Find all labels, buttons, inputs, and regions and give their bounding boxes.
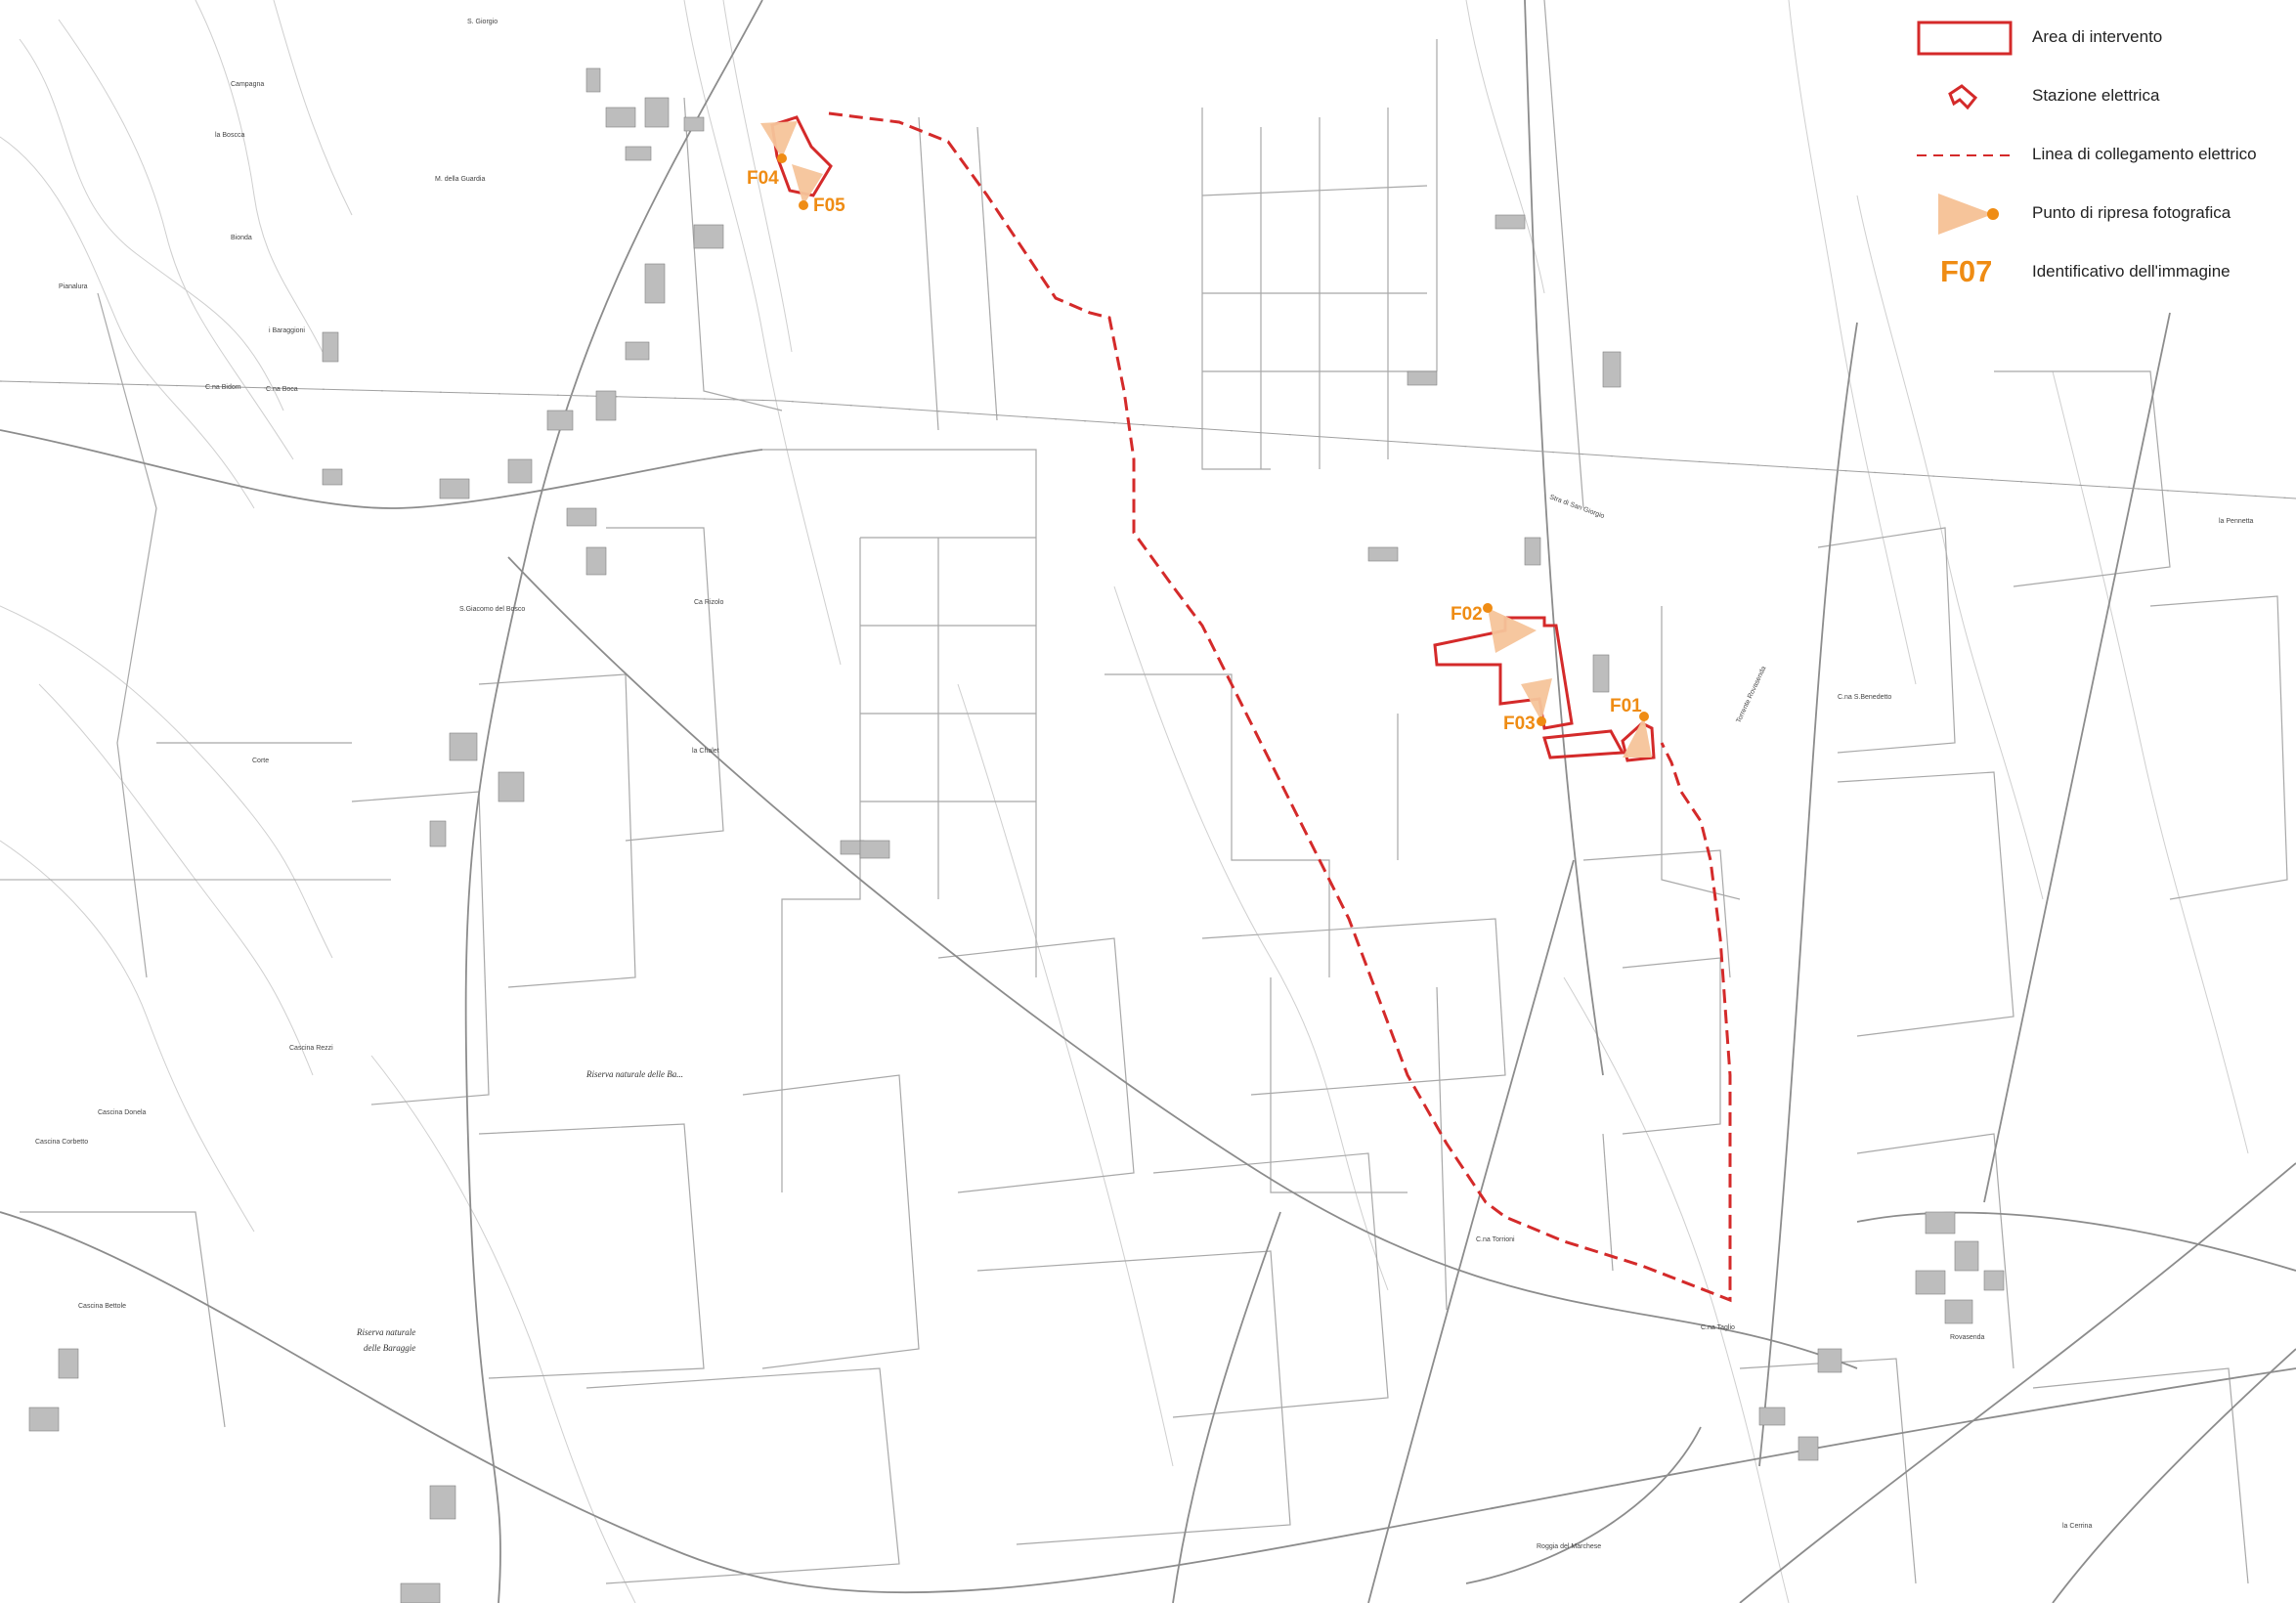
legend-label: Identificativo dell'immagine bbox=[2032, 262, 2231, 281]
svg-text:Bionda: Bionda bbox=[231, 235, 252, 241]
photo-point-f04: F04 bbox=[747, 121, 798, 189]
legend-label: Stazione elettrica bbox=[2032, 86, 2160, 105]
legend: Area di intervento Stazione elettrica Li… bbox=[1911, 14, 2292, 307]
svg-text:C.na Bidom: C.na Bidom bbox=[205, 384, 241, 391]
legend-item-substation: Stazione elettrica bbox=[1911, 72, 2292, 121]
svg-text:Corte: Corte bbox=[252, 758, 269, 764]
svg-text:i Baraggioni: i Baraggioni bbox=[269, 327, 305, 334]
photo-points: F01 F02 F03 F04 F05 bbox=[747, 121, 1652, 758]
photo-label-f05: F05 bbox=[813, 195, 845, 216]
svg-text:C.na S.Benedetto: C.na S.Benedetto bbox=[1838, 694, 1891, 701]
parcel-lines bbox=[20, 0, 2288, 1584]
photo-label-f01: F01 bbox=[1610, 696, 1642, 716]
view-cone-icon bbox=[1938, 194, 1999, 235]
existing-power-line bbox=[0, 380, 2296, 499]
photo-label-f03: F03 bbox=[1503, 714, 1536, 734]
svg-text:C.na Taglio: C.na Taglio bbox=[1701, 1324, 1735, 1331]
dashed-line-icon bbox=[1917, 154, 2013, 156]
svg-text:Rovasenda: Rovasenda bbox=[1950, 1334, 1985, 1341]
buildings bbox=[28, 67, 2005, 1603]
svg-text:C.na Boca: C.na Boca bbox=[266, 386, 298, 393]
svg-text:la Chalet: la Chalet bbox=[692, 748, 719, 755]
svg-text:S. Giorgio: S. Giorgio bbox=[467, 19, 498, 25]
svg-text:Stra di San Giorgio: Stra di San Giorgio bbox=[1548, 494, 1605, 520]
svg-text:la Boscca: la Boscca bbox=[215, 132, 244, 139]
svg-text:delle Baraggie: delle Baraggie bbox=[364, 1343, 415, 1353]
svg-text:Cascina Rezzi: Cascina Rezzi bbox=[289, 1045, 333, 1052]
photo-point-f03: F03 bbox=[1503, 678, 1552, 734]
photo-label-f04: F04 bbox=[747, 168, 779, 189]
photo-label-f02: F02 bbox=[1451, 604, 1483, 625]
legend-item-intervention-area: Area di intervento bbox=[1911, 14, 2292, 63]
svg-text:Torrente Rovasenda: Torrente Rovasenda bbox=[1735, 666, 1767, 724]
legend-item-photo-point: Punto di ripresa fotografica bbox=[1911, 190, 2292, 238]
svg-text:Riserva naturale: Riserva naturale bbox=[356, 1327, 415, 1337]
legend-label: Area di intervento bbox=[2032, 27, 2163, 46]
svg-text:la Pennetta: la Pennetta bbox=[2219, 518, 2254, 525]
svg-text:C.na Torrioni: C.na Torrioni bbox=[1476, 1236, 1515, 1243]
legend-label: Punto di ripresa fotografica bbox=[2032, 203, 2231, 222]
svg-text:Pianalura: Pianalura bbox=[59, 283, 88, 290]
svg-text:Riserva naturale delle Ba...: Riserva naturale delle Ba... bbox=[585, 1069, 683, 1079]
legend-item-connection-line: Linea di collegamento elettrico bbox=[1911, 131, 2292, 180]
legend-item-image-id: F07 Identificativo dell'immagine bbox=[1911, 248, 2292, 297]
svg-text:Cascina Donela: Cascina Donela bbox=[98, 1109, 147, 1116]
svg-text:M. della Guardia: M. della Guardia bbox=[435, 176, 485, 183]
photo-point-f02: F02 bbox=[1451, 603, 1537, 653]
photo-point-f01: F01 bbox=[1610, 696, 1652, 758]
intervention-areas bbox=[770, 115, 1656, 762]
legend-code: F07 bbox=[1940, 254, 1993, 288]
svg-text:la Cerrina: la Cerrina bbox=[2062, 1523, 2092, 1530]
svg-text:Campagna: Campagna bbox=[231, 81, 264, 88]
legend-label: Linea di collegamento elettrico bbox=[2032, 145, 2257, 163]
connection-line bbox=[828, 111, 1732, 1303]
svg-text:Cascina Bettole: Cascina Bettole bbox=[78, 1303, 126, 1310]
station-polygon-icon bbox=[1948, 84, 1978, 110]
svg-text:Roggia del Marchese: Roggia del Marchese bbox=[1537, 1543, 1601, 1550]
svg-text:Ca Rizolo: Ca Rizolo bbox=[694, 599, 723, 606]
rect-outline-icon bbox=[1917, 21, 2013, 56]
intervention-area-south bbox=[1542, 729, 1625, 759]
svg-text:S.Giacomo del Bosco: S.Giacomo del Bosco bbox=[459, 606, 525, 613]
photo-point-f05: F05 bbox=[792, 164, 845, 216]
svg-text:Cascina Corbetto: Cascina Corbetto bbox=[35, 1139, 88, 1146]
